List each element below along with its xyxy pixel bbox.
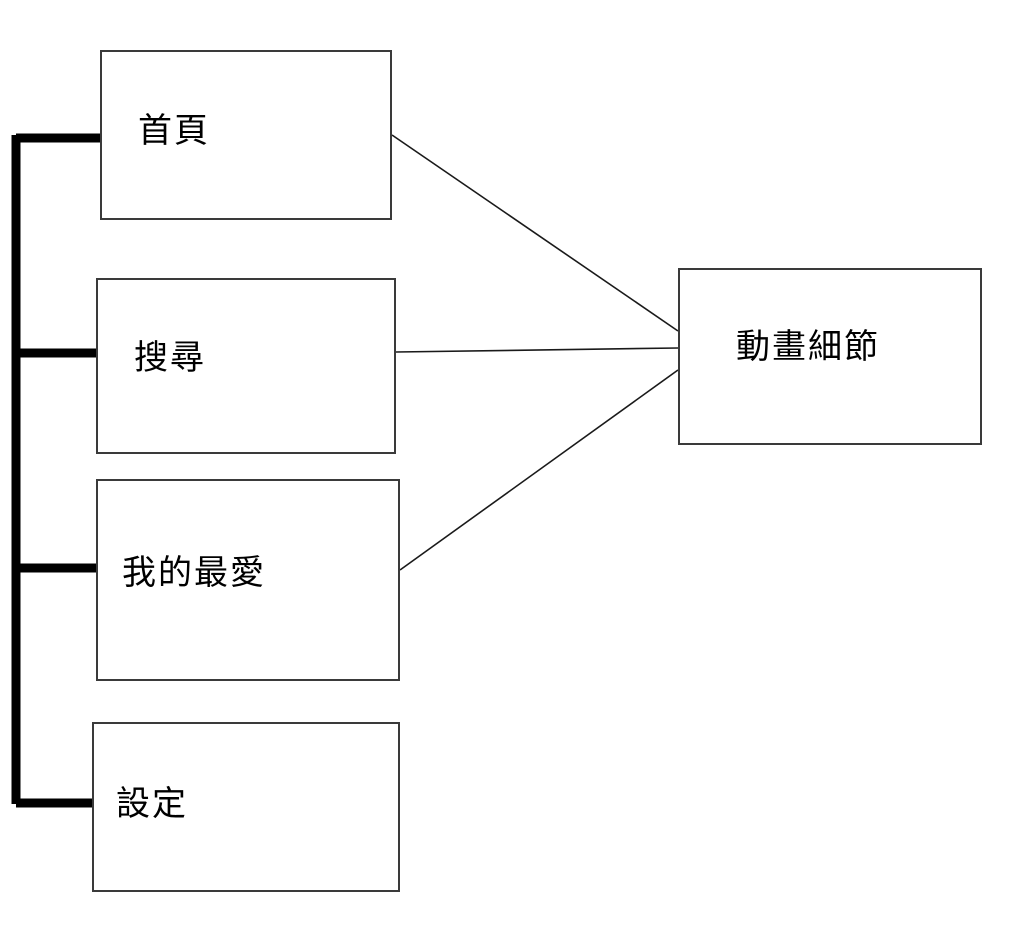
node-search[interactable]: 搜尋 (96, 278, 396, 454)
edge-search-to-animation-detail (395, 347, 679, 353)
node-home-label: 首頁 (138, 110, 210, 151)
node-animation-detail-label: 動畫細節 (736, 327, 880, 368)
node-favorites-label: 我的最愛 (122, 552, 266, 593)
node-animation-detail[interactable]: 動畫細節 (678, 268, 982, 445)
node-home[interactable]: 首頁 (100, 50, 392, 220)
node-settings[interactable]: 設定 (92, 722, 400, 892)
node-search-label: 搜尋 (134, 338, 206, 378)
node-settings-label: 設定 (116, 783, 188, 824)
edge-home-to-animation-detail (391, 134, 679, 332)
edge-favorites-to-animation-detail (399, 369, 679, 571)
node-favorites[interactable]: 我的最愛 (96, 479, 400, 681)
